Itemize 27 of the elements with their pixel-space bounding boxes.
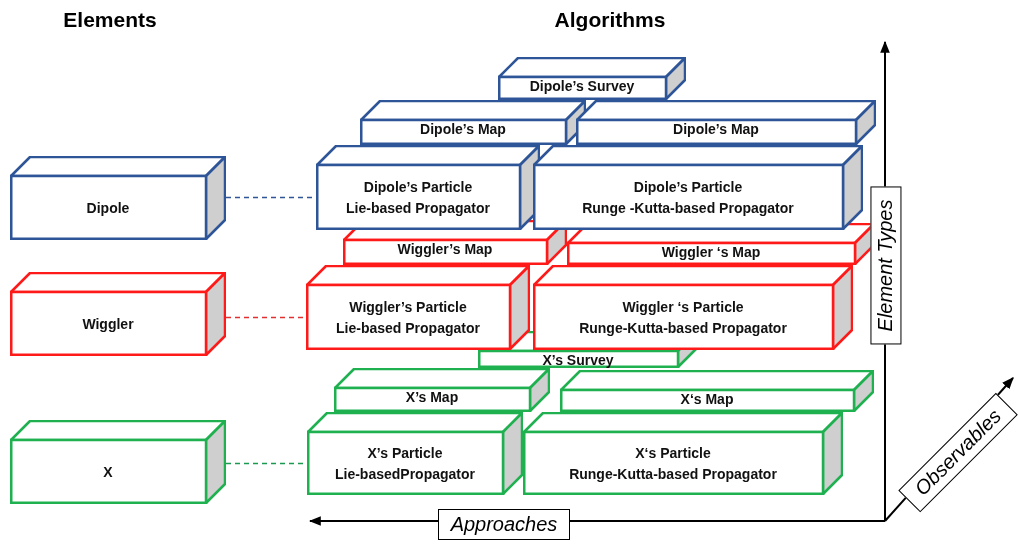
box-label: X: [103, 464, 113, 481]
axis-label: Approaches: [437, 508, 571, 540]
box-label: X’s Particle: [367, 445, 443, 462]
box-label: Wiggler ‘s Particle: [622, 299, 744, 316]
box-label: Wiggler: [82, 316, 134, 333]
box-label: X‘s Map: [680, 391, 734, 408]
box-label: Dipole: [86, 200, 130, 217]
box-label: Lie-based Propagator: [336, 320, 480, 337]
box-label: Wiggler ‘s Map: [661, 244, 761, 261]
box-label: Wiggler’s Map: [397, 241, 493, 258]
box-label: Lie-basedPropagator: [335, 466, 475, 483]
column-heading: Elements: [63, 8, 157, 32]
box-label: Runge -Kutta-based Propagator: [582, 200, 794, 217]
box-label: Dipole’s Particle: [363, 179, 473, 196]
box-label: Lie-based Propagator: [346, 200, 490, 217]
box-label: Dipole’s Survey: [529, 78, 635, 95]
box-label: Dipole’s Particle: [633, 179, 743, 196]
box-label: X’s Map: [405, 389, 459, 406]
axis-label: Element Types: [870, 186, 902, 344]
box-label: Dipole’s Map: [420, 121, 506, 138]
box-label: Runge-Kutta-based Propagator: [579, 320, 787, 337]
box-label: Dipole’s Map: [673, 121, 759, 138]
box-label: X‘s Particle: [635, 445, 711, 462]
box-label: Wiggler’s Particle: [349, 299, 467, 316]
box-label: Runge-Kutta-based Propagator: [569, 466, 777, 483]
box-label: X’s Survey: [542, 352, 614, 369]
column-heading: Algorithms: [554, 8, 666, 32]
